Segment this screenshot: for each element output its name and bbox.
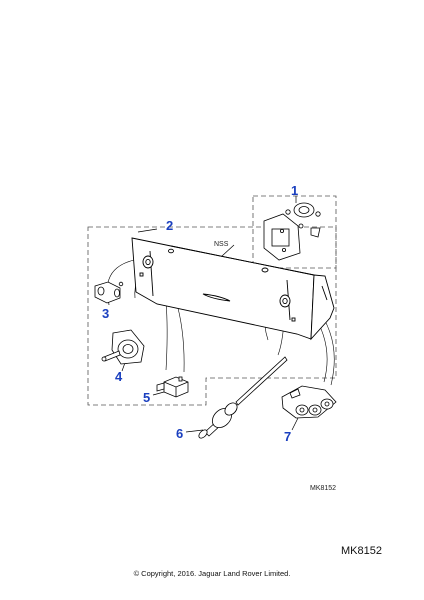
clamp-part-3 xyxy=(94,281,124,304)
part-code-label: MK8152 xyxy=(310,485,336,492)
crossmember-panel-part-2 xyxy=(131,237,335,341)
callout-2: 2 xyxy=(166,218,173,233)
callout-1: 1 xyxy=(291,183,298,198)
connector-part-5 xyxy=(156,376,189,398)
callout-4: 4 xyxy=(115,369,123,384)
bracket-part-1 xyxy=(263,202,321,261)
group-box-2 xyxy=(87,226,337,406)
callout-3: 3 xyxy=(102,306,109,321)
callout-5: 5 xyxy=(143,390,150,405)
latch-part-7 xyxy=(281,385,337,419)
copyright-text: © Copyright, 2016. Jaguar Land Rover Lim… xyxy=(133,569,291,578)
switch-part-4 xyxy=(101,329,145,365)
callout-6: 6 xyxy=(176,426,183,441)
reference-code: MK8152 xyxy=(341,545,382,557)
shaft-part-6 xyxy=(198,356,288,439)
nss-label: NSS xyxy=(214,241,229,248)
group-box-1 xyxy=(252,195,337,269)
callout-7: 7 xyxy=(284,429,291,444)
